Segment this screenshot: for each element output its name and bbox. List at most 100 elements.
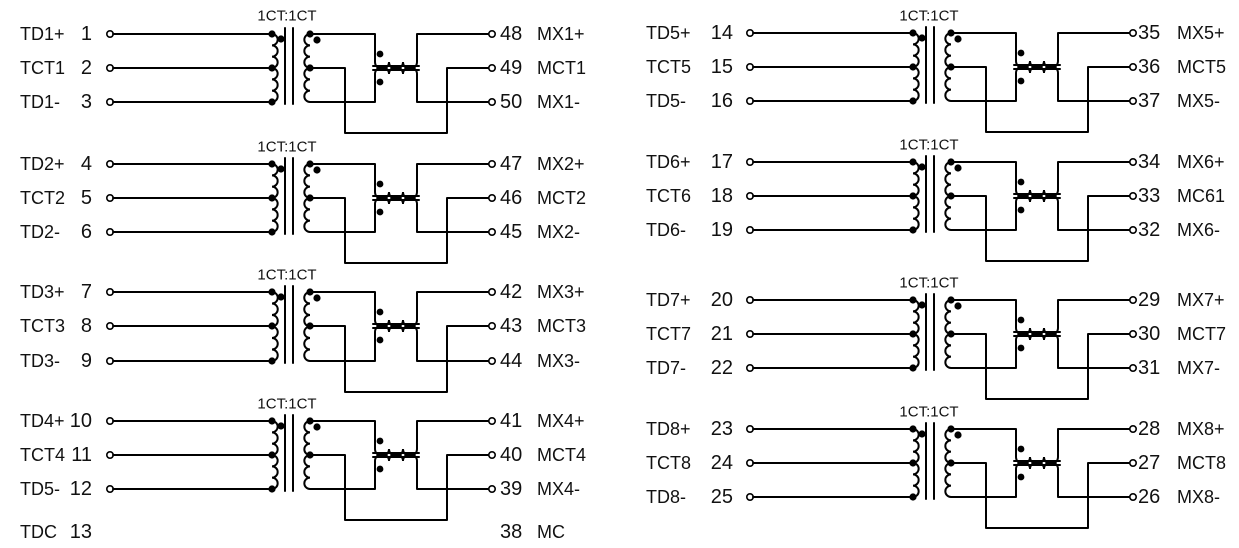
right-pin-number: 42 — [500, 281, 522, 303]
left-pin-number: 1 — [81, 23, 92, 45]
pin-terminal — [487, 64, 496, 73]
pin-terminal — [487, 98, 496, 107]
polarity-dot — [376, 208, 384, 216]
wire-bottom-in — [951, 469, 1017, 498]
ratio-label: 1CT:1CT — [899, 137, 958, 154]
polarity-dot — [918, 34, 926, 42]
wire-top-in — [310, 291, 376, 320]
ratio-label: 1CT:1CT — [257, 139, 316, 156]
wire-bottom-in — [310, 461, 376, 490]
wire-bottom-in — [951, 340, 1017, 369]
right-pin-name: MCT3 — [537, 316, 586, 336]
right-pin-number: 45 — [500, 221, 522, 243]
left-pin-name: TD2+ — [20, 154, 65, 174]
polarity-dot — [376, 308, 384, 316]
pin-terminal — [487, 450, 496, 459]
right-pin-name: MCT4 — [537, 445, 586, 465]
right-pin-name: MX5- — [1177, 91, 1220, 111]
left-pin-name: TCT8 — [646, 453, 691, 473]
pin-terminal — [487, 194, 496, 203]
wire-top-out — [416, 163, 489, 192]
polarity-dot — [313, 166, 321, 174]
left-pin-number: 18 — [711, 185, 733, 207]
polarity-dot — [376, 437, 384, 445]
pin-terminal — [487, 29, 496, 38]
right-pin-name: MX8- — [1177, 487, 1220, 507]
pin-terminal — [487, 321, 496, 330]
pin-terminal — [1129, 363, 1138, 372]
wire-bottom-in — [951, 202, 1017, 231]
pin-terminal — [1129, 458, 1138, 467]
right-pin-number: 26 — [1138, 486, 1160, 508]
right-pin-number: 34 — [1138, 151, 1160, 173]
right-pin-name: MX5+ — [1177, 23, 1225, 43]
pin-terminal — [487, 287, 496, 296]
wire-top-out — [416, 420, 489, 449]
right-pin-number: 49 — [500, 57, 522, 79]
left-pin-number: 22 — [711, 357, 733, 379]
wire-top-out — [1057, 428, 1130, 457]
left-pin-number: 4 — [81, 153, 92, 175]
primary-coil — [271, 33, 279, 103]
polarity-dot — [277, 165, 285, 173]
left-pin-number: 8 — [81, 315, 92, 337]
left-pin-name: TD8+ — [646, 419, 691, 439]
left-pin-name: TD1+ — [20, 24, 65, 44]
pin-terminal — [1129, 226, 1138, 235]
right-pin-number: 40 — [500, 444, 522, 466]
primary-coil — [912, 32, 920, 102]
right-pin-name: MCT1 — [537, 58, 586, 78]
right-pin-name: MX2+ — [537, 154, 585, 174]
polarity-dot — [376, 465, 384, 473]
left-pin-number: 23 — [711, 418, 733, 440]
wire-top-in — [951, 299, 1017, 328]
wire-bottom-out — [416, 332, 489, 362]
left-pin-number: 11 — [71, 444, 92, 466]
left-pin-name: TD7- — [646, 358, 686, 378]
left-pin-name: TD6- — [646, 220, 686, 240]
left-pin-name: TCT4 — [20, 445, 65, 465]
left-pin-number: 21 — [711, 323, 733, 345]
primary-coil — [912, 428, 920, 498]
polarity-dot — [277, 293, 285, 301]
left-pin-number: 3 — [81, 91, 92, 113]
left-pin-name: TCT2 — [20, 188, 65, 208]
right-pin-number: 39 — [500, 478, 522, 500]
left-pin-number: 16 — [711, 90, 733, 112]
wire-top-in — [951, 32, 1017, 61]
primary-coil — [912, 299, 920, 369]
wire-top-in — [951, 428, 1017, 457]
wire-bottom-out — [416, 204, 489, 233]
right-pin-number: 31 — [1138, 357, 1160, 379]
polarity-dot — [1017, 473, 1025, 481]
left-pin-number: 2 — [81, 57, 92, 79]
right-pin-name: MX4+ — [537, 411, 585, 431]
polarity-dot — [918, 430, 926, 438]
left-pin-number: 10 — [70, 410, 92, 432]
right-pin-name: MX6- — [1177, 220, 1220, 240]
right-pin-name: MCT2 — [537, 188, 586, 208]
wire-center-tap — [310, 454, 489, 521]
right-pin-name: MX6+ — [1177, 152, 1225, 172]
right-pin-number: 47 — [500, 153, 522, 175]
wire-top-out — [416, 33, 489, 62]
polarity-dot — [376, 180, 384, 188]
right-pin-name: MCT8 — [1177, 453, 1226, 473]
right-pin-number: 29 — [1138, 289, 1160, 311]
right-pin-number: 46 — [500, 187, 522, 209]
pin-terminal — [1129, 158, 1138, 167]
polarity-dot — [313, 294, 321, 302]
right-pin-name: MX4- — [537, 479, 580, 499]
polarity-dot — [954, 302, 962, 310]
wire-top-out — [1057, 32, 1130, 61]
ratio-label: 1CT:1CT — [257, 267, 316, 284]
primary-coil — [271, 163, 279, 233]
left-pin-number: 17 — [711, 151, 733, 173]
wire-top-in — [951, 161, 1017, 190]
wire-bottom-out — [416, 74, 489, 103]
left-pin-name: TCT5 — [646, 57, 691, 77]
